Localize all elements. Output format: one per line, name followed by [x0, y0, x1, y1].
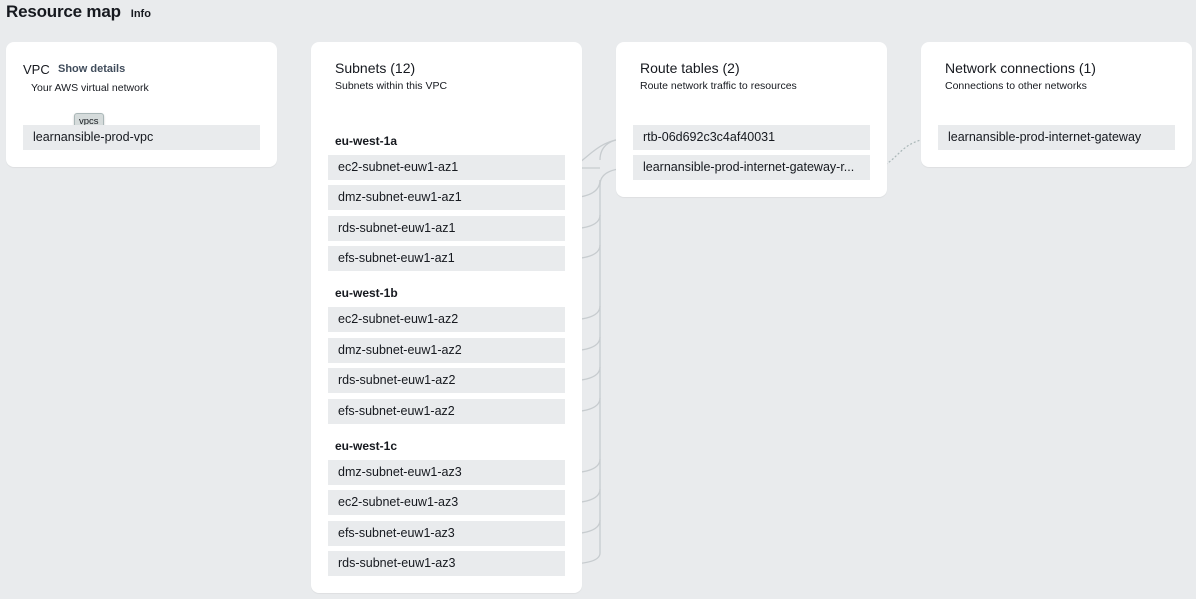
vpc-card: VPC Show details Your AWS virtual networ…: [6, 42, 277, 167]
route-tables-description: Route network traffic to resources: [640, 80, 797, 92]
route-table-item[interactable]: learnansible-prod-internet-gateway-r...: [633, 155, 870, 180]
network-connections-card: Network connections (1) Connections to o…: [921, 42, 1192, 167]
subnet-item[interactable]: ec2-subnet-euw1-az3: [328, 490, 565, 515]
page-title: Resource map: [6, 2, 121, 21]
network-connections-title: Network connections (1): [945, 60, 1096, 76]
vpc-description: Your AWS virtual network: [31, 82, 149, 94]
page-header: Resource map Info: [6, 2, 151, 22]
subnet-item[interactable]: ec2-subnet-euw1-az1: [328, 155, 565, 180]
subnets-title: Subnets (12): [335, 60, 416, 76]
info-link[interactable]: Info: [130, 8, 151, 20]
show-details-link[interactable]: Show details: [58, 63, 126, 75]
subnets-description: Subnets within this VPC: [335, 80, 448, 92]
subnets-card: Subnets (12) Subnets within this VPC eu-…: [311, 42, 582, 593]
network-connection-item[interactable]: learnansible-prod-internet-gateway: [938, 125, 1175, 150]
subnet-item[interactable]: dmz-subnet-euw1-az3: [328, 460, 565, 485]
az-label: eu-west-1b: [335, 286, 398, 300]
route-table-item[interactable]: rtb-06d692c3c4af40031: [633, 125, 870, 150]
subnet-item[interactable]: efs-subnet-euw1-az2: [328, 399, 565, 424]
az-label: eu-west-1a: [335, 134, 398, 148]
subnet-item[interactable]: efs-subnet-euw1-az1: [328, 246, 565, 271]
subnet-item[interactable]: rds-subnet-euw1-az2: [328, 368, 565, 393]
vpc-title: VPC: [23, 62, 50, 77]
subnet-item[interactable]: efs-subnet-euw1-az3: [328, 521, 565, 546]
subnet-item[interactable]: dmz-subnet-euw1-az1: [328, 185, 565, 210]
subnet-item[interactable]: dmz-subnet-euw1-az2: [328, 338, 565, 363]
subnet-item[interactable]: rds-subnet-euw1-az1: [328, 216, 565, 241]
route-tables-title: Route tables (2): [640, 60, 740, 76]
az-label: eu-west-1c: [335, 439, 398, 453]
vpc-item[interactable]: learnansible-prod-vpc: [23, 125, 260, 150]
network-connections-description: Connections to other networks: [945, 80, 1087, 92]
subnet-item[interactable]: ec2-subnet-euw1-az2: [328, 307, 565, 332]
subnet-item[interactable]: rds-subnet-euw1-az3: [328, 551, 565, 576]
route-tables-card: Route tables (2) Route network traffic t…: [616, 42, 887, 197]
